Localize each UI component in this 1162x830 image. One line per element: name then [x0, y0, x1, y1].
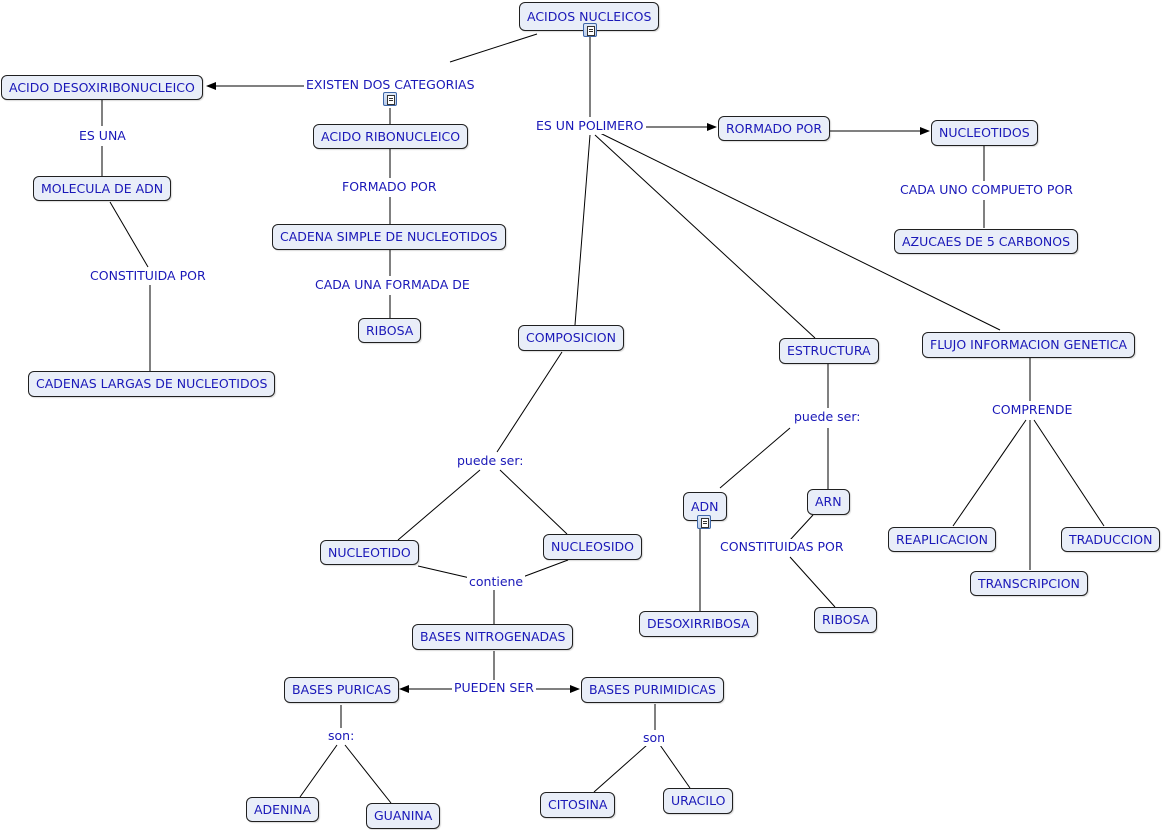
node-azucares[interactable]: AZUCAES DE 5 CARBONOS	[894, 229, 1079, 254]
node-rormado-por[interactable]: RORMADO POR	[718, 116, 831, 141]
node-ribosa-arn[interactable]: RIBOSA	[814, 607, 878, 633]
link-label-comprende: COMPRENDE	[990, 402, 1075, 418]
node-composicion[interactable]: COMPOSICION	[518, 325, 624, 351]
node-bases-puricas[interactable]: BASES PURICAS	[284, 677, 400, 703]
node-cadenas-largas[interactable]: CADENAS LARGAS DE NUCLEOTIDOS	[28, 371, 276, 397]
node-nucleotidos[interactable]: NUCLEOTIDOS	[931, 120, 1038, 146]
node-transcripcion[interactable]: TRANSCRIPCION	[970, 571, 1088, 596]
link-label-cada-uno: CADA UNO COMPUETO POR	[898, 182, 1075, 198]
node-nucleotido[interactable]: NUCLEOTIDO	[320, 540, 419, 565]
node-replicacion[interactable]: REAPLICACION	[888, 527, 996, 552]
document-icon[interactable]	[583, 23, 597, 37]
node-acido-desoxiribonucleico[interactable]: ACIDO DESOXIRIBONUCLEICO	[1, 75, 203, 100]
link-label-existen: EXISTEN DOS CATEGORIAS	[304, 77, 477, 93]
node-traduccion[interactable]: TRADUCCION	[1061, 527, 1161, 552]
document-icon[interactable]	[697, 515, 711, 529]
link-label-constituida: CONSTITUIDA POR	[88, 268, 208, 284]
node-guanina[interactable]: GUANINA	[366, 803, 441, 829]
link-label-es-polimero: ES UN POLIMERO	[534, 118, 646, 134]
node-molecula-de-adn[interactable]: MOLECULA DE ADN	[33, 176, 172, 201]
link-label-cada-una: CADA UNA FORMADA DE	[313, 277, 472, 293]
link-label-constituidas: CONSTITUIDAS POR	[718, 539, 846, 555]
link-label-formado: FORMADO POR	[340, 179, 439, 195]
link-label-son-2: son	[641, 730, 668, 746]
node-bases-nitrogenadas[interactable]: BASES NITROGENADAS	[412, 624, 574, 650]
node-ribosa[interactable]: RIBOSA	[358, 318, 422, 343]
link-label-puede-ser-2: puede ser:	[792, 409, 863, 425]
node-nucleosido[interactable]: NUCLEOSIDO	[543, 534, 643, 560]
node-estructura[interactable]: ESTRUCTURA	[779, 338, 879, 364]
link-label-es-una: ES UNA	[77, 128, 128, 144]
node-bases-purimidicas[interactable]: BASES PURIMIDICAS	[581, 677, 724, 703]
node-desoxirribosa[interactable]: DESOXIRRIBOSA	[639, 611, 758, 637]
link-label-pueden-ser: PUEDEN SER	[452, 680, 536, 696]
link-label-contiene: contiene	[467, 574, 526, 590]
document-icon[interactable]	[383, 92, 397, 106]
node-arn[interactable]: ARN	[807, 489, 850, 515]
node-flujo-informacion[interactable]: FLUJO INFORMACION GENETICA	[922, 332, 1136, 358]
node-acido-ribonucleico[interactable]: ACIDO RIBONUCLEICO	[313, 124, 469, 149]
node-citosina[interactable]: CITOSINA	[540, 792, 616, 818]
link-label-son-1: son:	[326, 728, 357, 744]
node-adenina[interactable]: ADENINA	[246, 797, 320, 822]
node-cadena-simple[interactable]: CADENA SIMPLE DE NUCLEOTIDOS	[272, 224, 506, 250]
link-label-puede-ser-1: puede ser:	[455, 453, 526, 469]
node-uracilo[interactable]: URACILO	[663, 788, 734, 814]
